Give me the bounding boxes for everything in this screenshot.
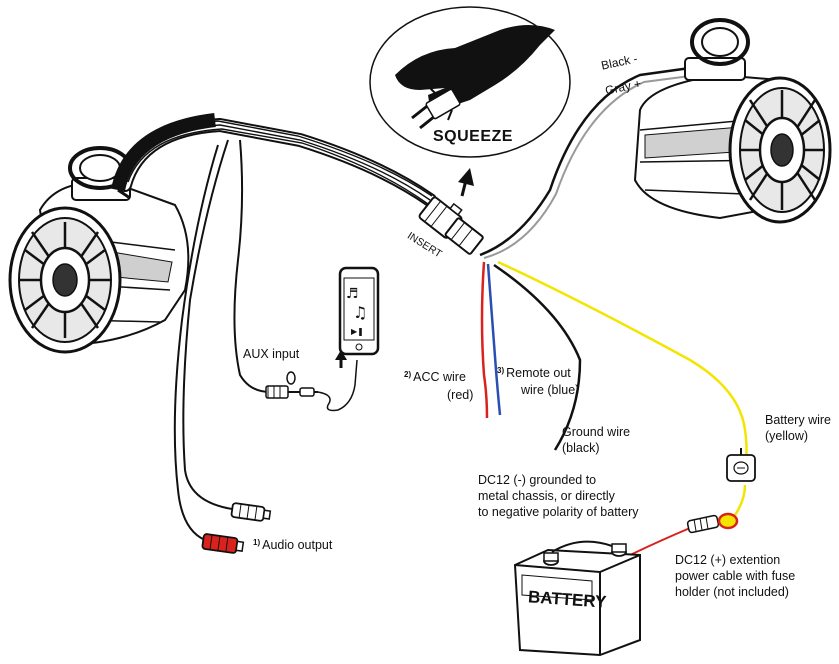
battery-wire-label: Battery wire <box>765 413 831 427</box>
acc-wire-color-label: (red) <box>447 388 474 402</box>
audio-output-number: 1) <box>253 538 261 547</box>
dc-plus-line2: power cable with fuse <box>675 569 796 583</box>
ground-wire-label: Ground wire <box>562 425 631 439</box>
main-harness-cable <box>111 113 437 207</box>
left-speaker <box>8 146 190 354</box>
svg-text:♬: ♬ <box>346 286 359 302</box>
acc-wire-line1: ACC wire <box>413 370 466 384</box>
dc-plus-line1: DC12 (+) extention <box>675 553 781 567</box>
aux-input-label: AUX input <box>243 347 300 361</box>
acc-wire-number: 2) <box>404 370 412 379</box>
right-speaker <box>633 18 832 224</box>
acc-wire-red <box>480 261 489 419</box>
dc-minus-line3: to negative polarity of battery <box>478 505 639 519</box>
audio-output-text: Audio output <box>262 538 333 552</box>
battery <box>513 540 641 657</box>
harness-connector <box>418 196 484 255</box>
dc-plus-extension <box>619 512 739 561</box>
ground-wire-color-label: (black) <box>562 441 600 455</box>
remote-wire-line1: Remote out <box>506 366 571 380</box>
dc-minus-line1: DC12 (-) grounded to <box>478 473 597 487</box>
battery-wire-color-label: (yellow) <box>765 429 809 443</box>
audio-output-cable <box>173 139 272 554</box>
remote-wire-label: 3)Remote out <box>497 366 571 382</box>
phone: ♬ ♫ ▶❚ <box>338 266 380 356</box>
svg-text:▶❚: ▶❚ <box>351 327 364 336</box>
acc-wire-label: 2)ACC wire <box>404 370 466 386</box>
battery-label: BATTERY <box>527 587 607 612</box>
hand-squeeze-icon <box>395 25 555 108</box>
dc-plus-line3: holder (not included) <box>675 585 789 599</box>
phone-up-arrow-icon <box>335 350 347 368</box>
svg-text:♫: ♫ <box>353 303 367 322</box>
aux-cable <box>233 139 358 412</box>
dc-minus-line2: metal chassis, or directly <box>478 489 615 503</box>
remote-wire-blue <box>486 263 502 416</box>
squeeze-label: SQUEEZE <box>433 128 513 145</box>
squeeze-callout <box>369 6 571 197</box>
remote-wire-color-label: wire (blue) <box>521 383 580 397</box>
fuse-holder <box>726 448 756 482</box>
music-notes-play-pause-icon: ♬ ♫ ▶❚ <box>346 286 367 336</box>
remote-wire-number: 3) <box>497 366 505 375</box>
ground-wire-black <box>493 263 582 451</box>
right-speaker-cable <box>479 66 691 259</box>
audio-output-label: 1)Audio output <box>253 538 332 554</box>
